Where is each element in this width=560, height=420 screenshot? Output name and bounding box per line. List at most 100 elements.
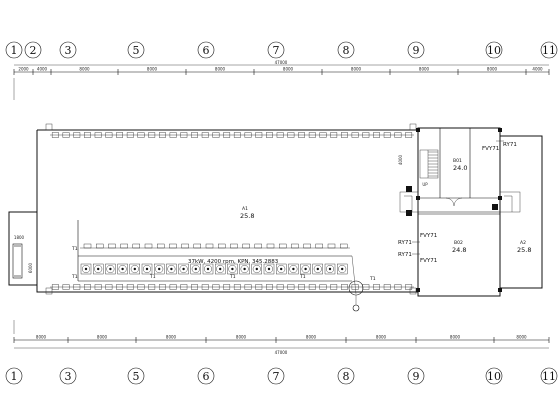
left-dimension-2: 6000 [28,262,33,273]
fan-unit [105,263,116,275]
diffuser [405,284,413,290]
fan-icon [155,265,164,274]
door-swing [453,197,463,207]
dim-value: 8000 [215,67,226,72]
pipe-mark: T1 [149,274,156,280]
dim-value: 8000 [487,67,498,72]
fan-coil-unit [205,243,214,249]
axis-bubble [127,367,145,385]
valve-label: RY71 [398,240,412,246]
axis-marker: 9 [407,367,425,385]
fan-icon [326,265,335,274]
diffuser [169,284,177,290]
fan-coil-unit [83,243,92,249]
fan-unit [190,263,202,275]
fan-icon [167,265,176,274]
fan-housing [276,263,287,275]
diffuser [298,132,305,138]
axis-label: 7 [273,370,280,383]
fan-unit [251,263,263,275]
stair-dimension: 4000 [398,154,403,165]
diffuser [341,132,348,138]
diffuser [373,284,380,290]
fan-coil-unit [291,243,299,249]
fan-housing [117,263,128,275]
fan-housing [324,263,336,275]
fan-coil-unit [279,243,287,249]
dim-value: 4000 [532,67,543,72]
equipment-block [45,123,53,131]
diffuser [362,284,370,290]
diffuser [233,132,241,138]
valve-label: FVY71 [420,258,437,264]
fan-housing [300,263,311,275]
fan-icon [338,265,347,274]
dim-value: 8000 [450,335,461,340]
fan-unit [300,263,311,275]
fan-hub [84,267,88,271]
fan-housing [202,263,214,275]
axis-marker: 3 [59,367,77,385]
axis-marker: 10 [485,41,503,59]
axis-marker: 2 [24,41,42,59]
equipment-block [409,123,417,131]
fan-coil-unit [254,243,263,249]
valve-label: FVY71 [482,146,499,152]
dim-value: 2000 [18,67,29,72]
building-outline [8,127,543,297]
diffuser [244,284,252,290]
diffuser [51,284,59,290]
axis-label: 3 [65,44,72,57]
door-swing [445,197,455,207]
diffuser [201,284,209,290]
fan-coil-unit [315,243,323,249]
drain-symbol [352,304,360,312]
fan-unit [324,263,336,275]
axis-bubble [5,367,23,385]
valve-label: RY71 [398,252,412,258]
fan-icon [265,265,274,274]
dim-value: 4000 [37,67,48,72]
diffuser [158,284,166,290]
diffuser [244,132,252,138]
fan-unit [239,263,250,275]
diffuser [148,132,156,138]
diffuser [180,132,188,138]
fan-coil-unit [156,243,165,249]
dim-value: 8000 [376,335,387,340]
axis-marker: 10 [485,367,503,385]
fan-icon [94,265,103,274]
fan-coil-unit [266,243,275,249]
fan-unit [92,263,104,275]
fan-coil-unit [217,243,226,249]
fan-housing [129,263,141,275]
axis-label: 8 [343,370,350,383]
fan-housing [312,263,323,275]
axis-bubble [197,41,215,59]
fan-housing [80,263,92,275]
column [498,128,502,132]
fan-coil-unit [108,243,116,249]
fan-housing [166,263,177,275]
fan-unit [153,263,165,275]
fan-hub [267,267,271,271]
fan-coil-unit [181,243,189,249]
diffuser [223,284,231,290]
axis-marker: 5 [127,367,145,385]
diffuser [319,132,327,138]
column [416,128,420,132]
fan-hub [243,267,246,271]
axis-bubble [267,367,285,385]
pipe [351,255,357,295]
diffuser [362,132,370,138]
fan-icon [81,265,90,274]
fan-hub [158,267,161,271]
fan-housing [337,263,348,275]
axis-bubble [5,41,23,59]
pipe-mark: T1 [71,274,78,280]
fan-housing [190,263,202,275]
axis-marker: 6 [197,41,215,59]
